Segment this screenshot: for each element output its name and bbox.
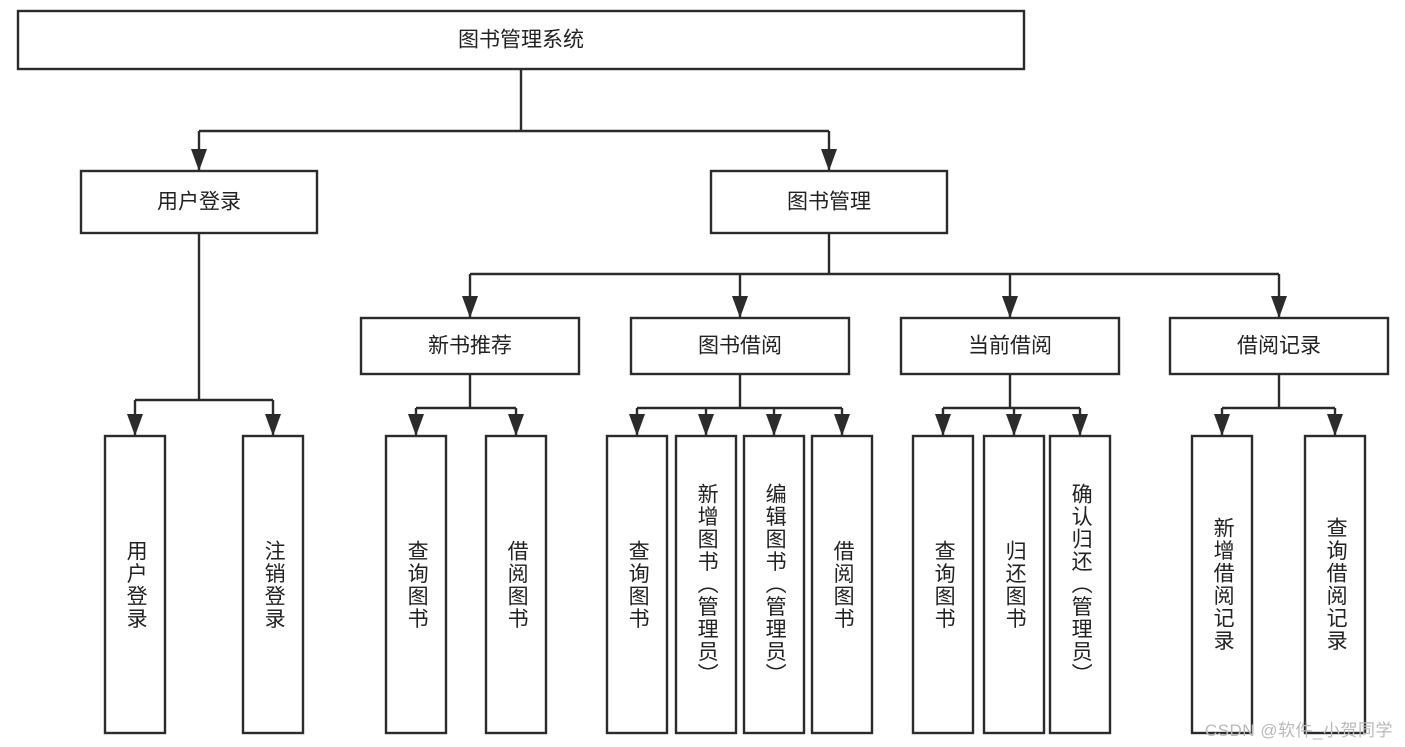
borrow_to_leaves-arrow-1 [698,414,714,436]
leaf-node-box[interactable] [674,434,738,735]
leaf-node-box[interactable] [1190,434,1254,735]
borrow_to_leaves-arrow-0 [629,414,645,436]
leaf-node-box[interactable] [484,434,548,735]
leaf-node-box[interactable] [103,434,167,735]
root-node-label: 图书管理系统 [458,29,584,52]
connector-layer [127,69,1343,436]
current_to_leaves-arrow-2 [1072,414,1088,436]
userlogin_to_leaves-arrow-0 [127,414,143,436]
leaf-node-box[interactable] [241,434,305,735]
level3-node-box[interactable] [359,316,581,376]
level2_to_level3-arrow-1 [732,296,748,318]
level2_to_level3-arrow-3 [1271,296,1287,318]
record_to_leaves-arrow-0 [1214,414,1230,436]
leaf-node-box[interactable] [742,434,806,735]
level2_to_level3-arrow-2 [1002,296,1018,318]
leaf-node-box[interactable] [1048,434,1112,735]
leaf-node-box[interactable] [605,434,669,735]
leaf-node-box[interactable] [911,434,975,735]
leaf-node-box[interactable] [810,434,874,735]
csdn-watermark: CSDN @软件_小贺同学 [1204,721,1393,740]
level2-node-box[interactable] [79,169,319,235]
newbook_to_leaves-arrow-0 [408,414,424,436]
record_to_leaves-arrow-1 [1327,414,1343,436]
level3-node-label: 图书借阅 [698,335,782,358]
level3-node-label: 借阅记录 [1237,335,1321,358]
level3-node-label: 新书推荐 [428,335,512,358]
root_to_level2-arrow-0 [191,149,207,171]
level3-node-box[interactable] [899,316,1121,376]
newbook_to_leaves-arrow-1 [508,414,524,436]
leaf-node-box[interactable] [1303,434,1367,735]
current_to_leaves-arrow-0 [935,414,951,436]
level2-node-box[interactable] [709,169,949,235]
level2-node-label: 图书管理 [787,191,871,214]
level2-node-label: 用户登录 [157,191,241,214]
borrow_to_leaves-arrow-3 [834,414,850,436]
userlogin_to_leaves-arrow-1 [265,414,281,436]
level3-node-box[interactable] [629,316,851,376]
root_to_level2-arrow-1 [821,149,837,171]
leaf-node-box[interactable] [384,434,448,735]
level3-node-box[interactable] [1168,316,1390,376]
box-layer [16,9,1390,735]
level3-node-label: 当前借阅 [968,335,1052,358]
borrow_to_leaves-arrow-2 [766,414,782,436]
leaf-node-box[interactable] [982,434,1046,735]
current_to_leaves-arrow-1 [1006,414,1022,436]
level2_to_level3-arrow-0 [462,296,478,318]
root-node-box[interactable] [16,9,1026,71]
